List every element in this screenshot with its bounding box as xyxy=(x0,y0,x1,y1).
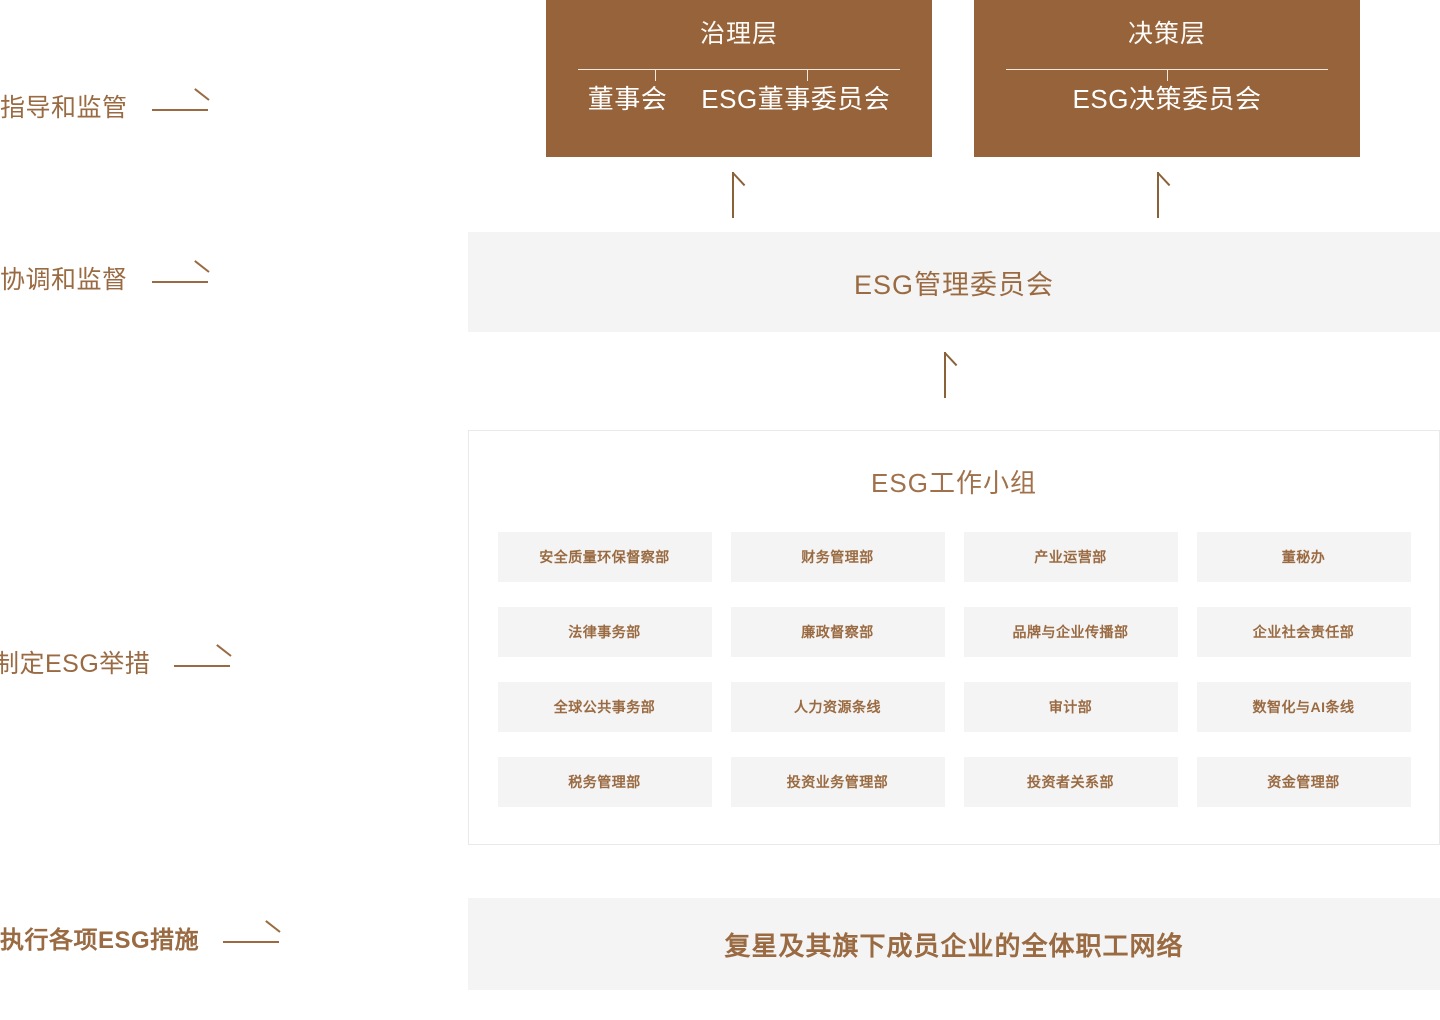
department-chip[interactable]: 产业运营部 xyxy=(963,532,1178,582)
governance-layer-title: 治理层 xyxy=(699,20,778,48)
department-chip[interactable]: 廉政督察部 xyxy=(730,607,945,657)
department-chip[interactable]: 法律事务部 xyxy=(497,607,712,657)
arrow-right-icon xyxy=(174,643,232,676)
arrow-right-icon xyxy=(223,920,281,952)
department-chip[interactable]: 审计部 xyxy=(963,682,1178,732)
arrow-up-icon xyxy=(732,172,758,218)
governance-members: 董事会 ESG董事委员会 xyxy=(546,86,932,112)
governance-member: ESG董事委员会 xyxy=(701,84,891,114)
stage-label-text: 协调和监督 xyxy=(0,266,128,294)
staff-network-label: 复星及其旗下成员企业的全体职工网络 xyxy=(724,930,1184,961)
department-chip[interactable]: 数智化与AI条线 xyxy=(1196,682,1411,732)
governance-member: 董事会 xyxy=(587,84,668,114)
department-grid: 安全质量环保督察部 财务管理部 产业运营部 董秘办 法律事务部 廉政督察部 品牌… xyxy=(469,532,1439,807)
stage-label-initiatives: 制定ESG举措 xyxy=(0,643,232,678)
decision-layer-title: 决策层 xyxy=(1127,20,1206,48)
department-chip[interactable]: 董秘办 xyxy=(1196,532,1411,582)
governance-divider xyxy=(578,69,900,81)
department-chip[interactable]: 安全质量环保督察部 xyxy=(497,532,712,582)
stage-label-execution: 执行各项ESG措施 xyxy=(0,920,281,954)
decision-divider xyxy=(1006,69,1328,81)
governance-layer-box: 治理层 董事会 ESG董事委员会 xyxy=(546,0,932,157)
stage-label-text: 执行各项ESG措施 xyxy=(0,927,200,954)
arrow-right-icon xyxy=(151,259,210,292)
arrow-right-icon xyxy=(151,87,210,120)
esg-working-group-title: ESG工作小组 xyxy=(871,468,1037,498)
department-chip[interactable]: 投资者关系部 xyxy=(963,757,1178,807)
department-chip[interactable]: 税务管理部 xyxy=(497,757,712,807)
department-chip[interactable]: 全球公共事务部 xyxy=(497,682,712,732)
decision-members: ESG决策委员会 xyxy=(974,86,1360,112)
esg-working-group-panel: ESG工作小组 安全质量环保督察部 财务管理部 产业运营部 董秘办 法律事务部 … xyxy=(468,430,1440,845)
decision-layer-box: 决策层 ESG决策委员会 xyxy=(974,0,1360,157)
esg-management-committee-bar: ESG管理委员会 xyxy=(468,232,1440,332)
stage-label-coordination: 协调和监督 xyxy=(0,259,210,294)
staff-network-bar: 复星及其旗下成员企业的全体职工网络 xyxy=(468,898,1440,990)
department-chip[interactable]: 投资业务管理部 xyxy=(730,757,945,807)
esg-management-committee-label: ESG管理委员会 xyxy=(853,269,1055,300)
decision-member: ESG决策委员会 xyxy=(1072,84,1262,114)
department-chip[interactable]: 财务管理部 xyxy=(730,532,945,582)
stage-label-text: 制定ESG举措 xyxy=(0,650,151,678)
arrow-up-icon xyxy=(944,352,970,398)
department-chip[interactable]: 品牌与企业传播部 xyxy=(963,607,1178,657)
stage-label-text: 指导和监管 xyxy=(0,94,128,122)
department-chip[interactable]: 人力资源条线 xyxy=(730,682,945,732)
stage-label-guidance: 指导和监管 xyxy=(0,87,210,122)
department-chip[interactable]: 资金管理部 xyxy=(1196,757,1411,807)
department-chip[interactable]: 企业社会责任部 xyxy=(1196,607,1411,657)
arrow-up-icon xyxy=(1157,172,1183,218)
